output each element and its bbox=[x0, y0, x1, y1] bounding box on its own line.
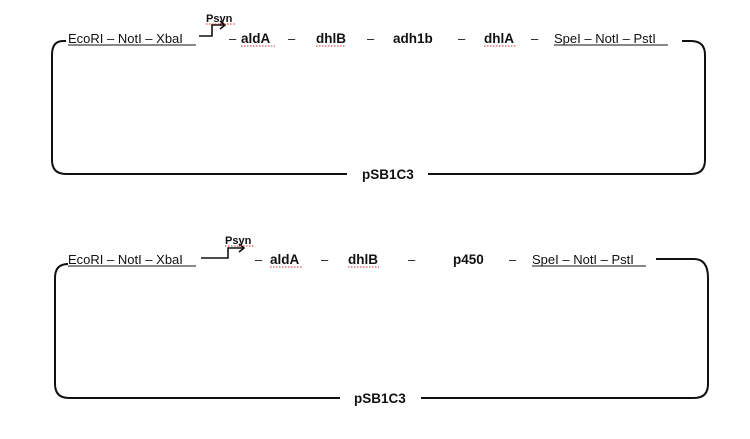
construct-1: EcoRI – NotI – XbaI Psyn – aldA – dhlB –… bbox=[51, 13, 706, 182]
separator: – bbox=[367, 31, 375, 46]
plasmid-loop bbox=[54, 258, 709, 399]
upstream-sites: EcoRI – NotI – XbaI bbox=[68, 252, 183, 267]
separator: – bbox=[408, 252, 416, 267]
promoter-arrowhead bbox=[219, 20, 227, 30]
promoter-arrow bbox=[199, 24, 224, 37]
separator: – bbox=[229, 31, 237, 46]
promoter-arrow bbox=[201, 247, 243, 259]
gene-aldA: aldA bbox=[241, 31, 271, 46]
upstream-sites: EcoRI – NotI – XbaI bbox=[68, 31, 183, 46]
downstream-sites: SpeI – NotI – PstI bbox=[554, 31, 656, 46]
backbone-label: pSB1C3 bbox=[362, 167, 414, 182]
promoter-arrowhead bbox=[238, 243, 246, 253]
promoter-label: Psyn bbox=[206, 13, 233, 25]
separator: – bbox=[509, 252, 517, 267]
separator: – bbox=[321, 252, 329, 267]
gene-aldA: aldA bbox=[270, 252, 300, 267]
construct-2: EcoRI – NotI – XbaI Psyn – aldA – dhlB –… bbox=[54, 235, 709, 406]
gene-dhlB: dhlB bbox=[348, 252, 378, 267]
promoter-label: Psyn bbox=[225, 235, 252, 247]
separator: – bbox=[531, 31, 539, 46]
gene-adh1b: adh1b bbox=[393, 31, 433, 46]
separator: – bbox=[288, 31, 296, 46]
gene-dhlB: dhlB bbox=[316, 31, 346, 46]
downstream-sites: SpeI – NotI – PstI bbox=[532, 252, 634, 267]
separator: – bbox=[458, 31, 466, 46]
gene-dhlA: dhlA bbox=[484, 31, 514, 46]
plasmid-loop bbox=[51, 40, 706, 175]
backbone-label: pSB1C3 bbox=[354, 391, 406, 406]
separator: – bbox=[255, 252, 263, 267]
gene-p450: p450 bbox=[453, 252, 484, 267]
